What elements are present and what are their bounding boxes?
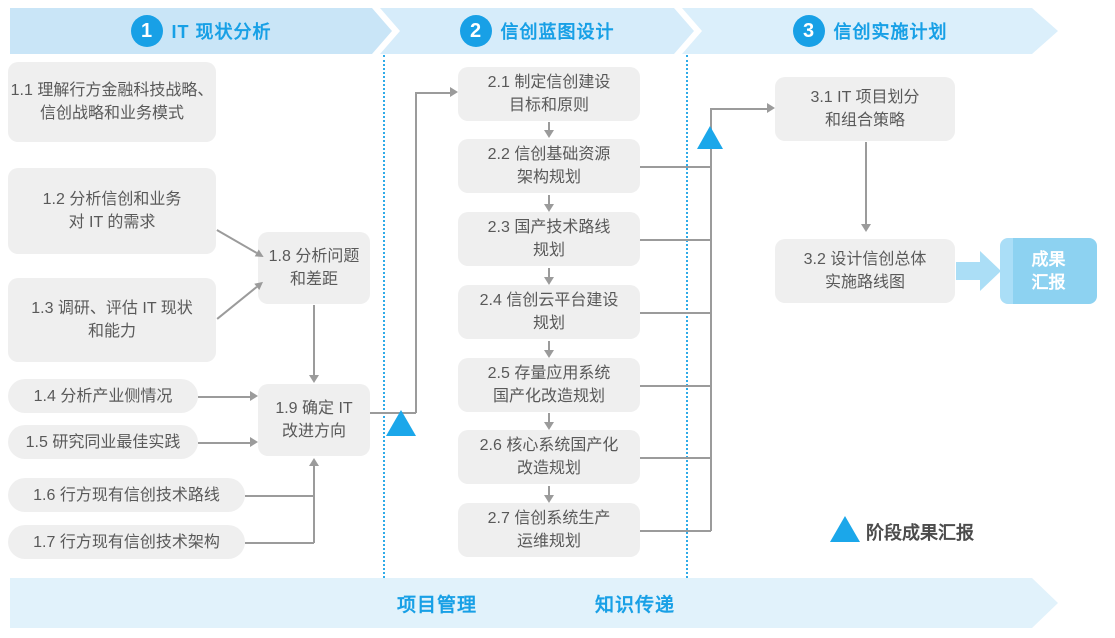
arrowhead: [544, 277, 554, 285]
connector-2-4-out: [640, 312, 711, 314]
connector-1-4-to-1-9: [198, 396, 250, 398]
phase-2-number-badge: 2: [460, 15, 492, 47]
step-box-3-2: 3.2 设计信创总体 实施路线图: [775, 239, 955, 303]
step-box-1-7: 1.7 行方现有信创技术架构: [8, 525, 245, 559]
connector-riser-to-2-1: [415, 92, 417, 413]
arrowhead: [250, 437, 258, 447]
arrowhead: [544, 495, 554, 503]
connector-1-6-stub: [245, 495, 314, 497]
step-box-1-2: 1.2 分析信创和业务 对 IT 的需求: [8, 168, 216, 254]
arrowhead: [767, 103, 775, 113]
arrowhead: [544, 350, 554, 358]
connector-1-6-1-7-to-1-9: [313, 466, 315, 543]
bottom-banner-item-project-management: 项目管理: [397, 595, 478, 616]
arrowhead: [250, 391, 258, 401]
step-box-1-3: 1.3 调研、评估 IT 现状 和能力: [8, 278, 216, 362]
step-box-3-1: 3.1 IT 项目划分 和组合策略: [775, 77, 955, 141]
result-fat-arrow-head: [980, 251, 1001, 291]
connector-2-1-to-2-2: [548, 122, 550, 131]
result-fat-arrow-body: [956, 262, 980, 280]
step-box-1-1: 1.1 理解行方金融科技战略、 信创战略和业务模式: [8, 62, 216, 142]
connector-1-8-to-1-9: [313, 305, 315, 375]
arrowhead: [309, 458, 319, 466]
connector-2-3-out: [640, 239, 711, 241]
connector-2-5-to-2-6: [548, 413, 550, 422]
phase-divider-dotted-line-1: [383, 55, 385, 578]
connector-2-2-out: [640, 166, 711, 168]
step-box-2-7: 2.7 信创系统生产 运维规划: [458, 503, 640, 557]
connector-1-5-to-1-9: [198, 442, 250, 444]
connector-2-6-to-2-7: [548, 486, 550, 495]
step-box-2-4: 2.4 信创云平台建设 规划: [458, 285, 640, 339]
connector-2-6-out: [640, 457, 711, 459]
bottom-banner-item-knowledge-transfer: 知识传递: [595, 595, 676, 616]
step-box-2-1: 2.1 制定信创建设 目标和原则: [458, 67, 640, 121]
connector-1-2-to-1-8: [216, 229, 258, 254]
step-box-1-9: 1.9 确定 IT 改进方向: [258, 384, 370, 456]
connector-3-1-to-3-2: [865, 142, 867, 224]
step-box-1-8: 1.8 分析问题 和差距: [258, 232, 370, 304]
milestone-triangle-phase-1-icon: [386, 410, 416, 436]
phase-3-banner: 3 信创实施计划: [682, 8, 1058, 54]
milestone-triangle-phase-2-icon: [697, 126, 723, 149]
arrowhead: [861, 224, 871, 232]
phase-1-title: IT 现状分析: [171, 22, 272, 42]
connector-2-7-out: [640, 530, 711, 532]
connector-into-2-1: [415, 92, 450, 94]
legend-label: 阶段成果汇报: [866, 523, 974, 543]
arrowhead: [544, 130, 554, 138]
phase-3-title: 信创实施计划: [833, 22, 948, 42]
step-box-2-2: 2.2 信创基础资源 架构规划: [458, 139, 640, 193]
connector-2-3-to-2-4: [548, 268, 550, 277]
phase-1-number-badge: 1: [131, 15, 163, 47]
result-report-box: 成果 汇报: [1000, 238, 1097, 304]
phase-3-number-badge: 3: [793, 15, 825, 47]
connector-2-4-to-2-5: [548, 341, 550, 350]
arrowhead: [544, 204, 554, 212]
legend-triangle-icon: [830, 516, 860, 542]
phase-2-banner: 2 信创蓝图设计: [380, 8, 694, 54]
phase-1-banner: 1 IT 现状分析: [10, 8, 392, 54]
connector-into-3-1: [710, 108, 767, 110]
phase-divider-dotted-line-2: [686, 55, 688, 578]
connector-2-5-out: [640, 385, 711, 387]
arrowhead: [309, 375, 319, 383]
step-box-2-3: 2.3 国产技术路线 规划: [458, 212, 640, 266]
step-box-1-4: 1.4 分析产业侧情况: [8, 379, 198, 413]
arrowhead: [544, 422, 554, 430]
step-box-2-6: 2.6 核心系统国产化 改造规划: [458, 430, 640, 484]
connector-1-7-stub: [245, 542, 314, 544]
arrowhead: [450, 87, 458, 97]
bottom-banner: [10, 578, 1058, 628]
step-box-1-6: 1.6 行方现有信创技术路线: [8, 478, 245, 512]
connector-collector-riser: [710, 108, 712, 531]
connector-1-3-to-1-8: [216, 286, 258, 320]
connector-2-2-to-2-3: [548, 195, 550, 204]
phase-2-title: 信创蓝图设计: [500, 22, 615, 42]
step-box-2-5: 2.5 存量应用系统 国产化改造规划: [458, 358, 640, 412]
step-box-1-5: 1.5 研究同业最佳实践: [8, 425, 198, 459]
